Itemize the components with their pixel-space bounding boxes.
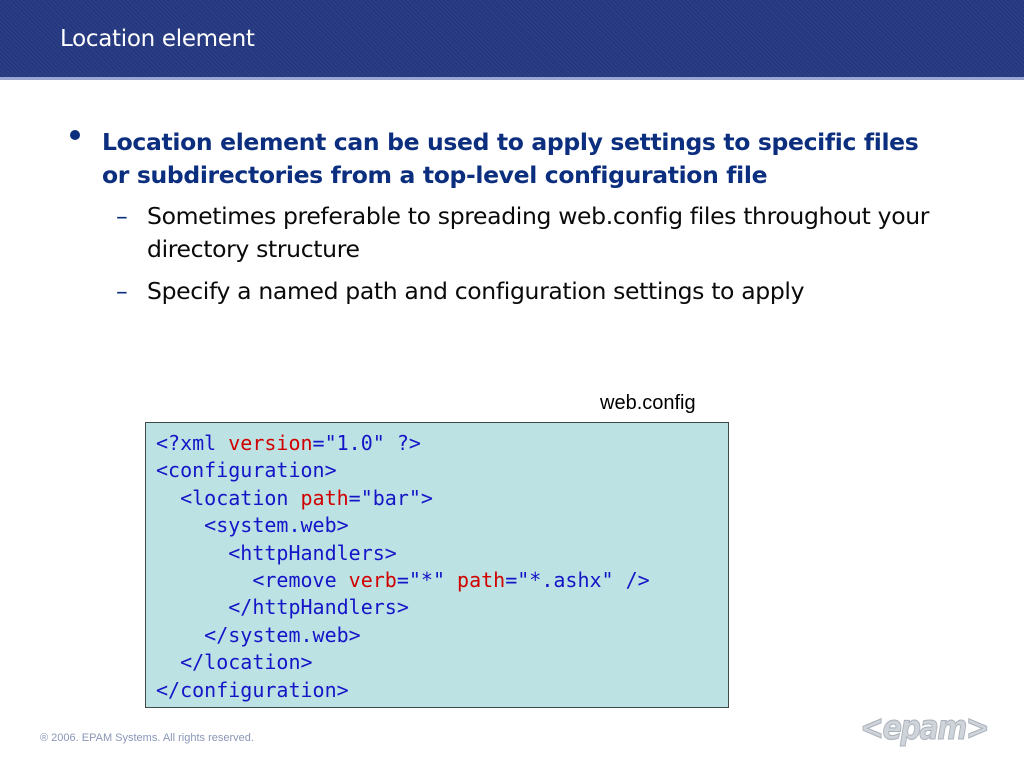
dash-icon: –: [116, 277, 128, 305]
code-tag: </httpHandlers>: [156, 595, 409, 620]
title-bar: Location element: [0, 0, 1024, 80]
bullet-dot-icon: [70, 130, 80, 140]
copyright-footer: ® 2006. EPAM Systems. All rights reserve…: [40, 732, 254, 744]
code-caption: web.config: [600, 392, 696, 414]
code-value: ="1.0" ?>: [312, 431, 421, 455]
code-line-8: </system.web>: [156, 622, 728, 649]
code-attr: path: [457, 567, 506, 592]
code-tag: <configuration>: [156, 458, 337, 483]
code-tag: </configuration>: [156, 677, 349, 702]
code-line-7: </httpHandlers>: [156, 594, 728, 621]
main-bullet: Location element can be used to apply se…: [70, 126, 950, 192]
slide-title: Location element: [60, 26, 255, 52]
code-tag: </system.web>: [156, 622, 361, 647]
code-line-10: </configuration>: [156, 677, 728, 704]
code-tag: <?xml: [156, 431, 229, 455]
code-attr: verb: [348, 567, 397, 592]
epam-logo: <epam>: [860, 708, 991, 749]
main-bullet-text: Location element can be used to apply se…: [102, 128, 919, 189]
dash-icon: –: [116, 202, 128, 230]
code-tag: <httpHandlers>: [156, 540, 397, 565]
code-line-6: <remove verb="*" path="*.ashx" />: [156, 567, 728, 594]
sub-bullet-2-text: Specify a named path and configuration s…: [147, 277, 805, 305]
code-line-1: <?xml version="1.0" ?>: [156, 430, 728, 457]
code-line-4: <system.web>: [156, 512, 728, 539]
code-attr: path: [300, 485, 349, 510]
sub-bullet-2: – Specify a named path and configuration…: [116, 275, 956, 308]
code-tag: <system.web>: [156, 513, 349, 538]
code-block: <?xml version="1.0" ?><configuration> <l…: [145, 422, 729, 708]
sub-bullet-1-text: Sometimes preferable to spreading web.co…: [147, 202, 930, 263]
code-line-9: </location>: [156, 649, 728, 676]
code-tag: <remove: [156, 567, 349, 592]
code-value: ="bar">: [348, 485, 433, 510]
code-value: ="*.ashx" />: [505, 567, 650, 592]
code-tag: <location: [156, 485, 301, 510]
code-line-2: <configuration>: [156, 457, 728, 484]
code-attr: version: [228, 431, 313, 455]
code-tag: </location>: [156, 650, 313, 675]
code-value: ="*": [396, 567, 458, 592]
code-line-5: <httpHandlers>: [156, 540, 728, 567]
code-line-3: <location path="bar">: [156, 485, 728, 512]
sub-bullet-1: – Sometimes preferable to spreading web.…: [116, 200, 956, 266]
